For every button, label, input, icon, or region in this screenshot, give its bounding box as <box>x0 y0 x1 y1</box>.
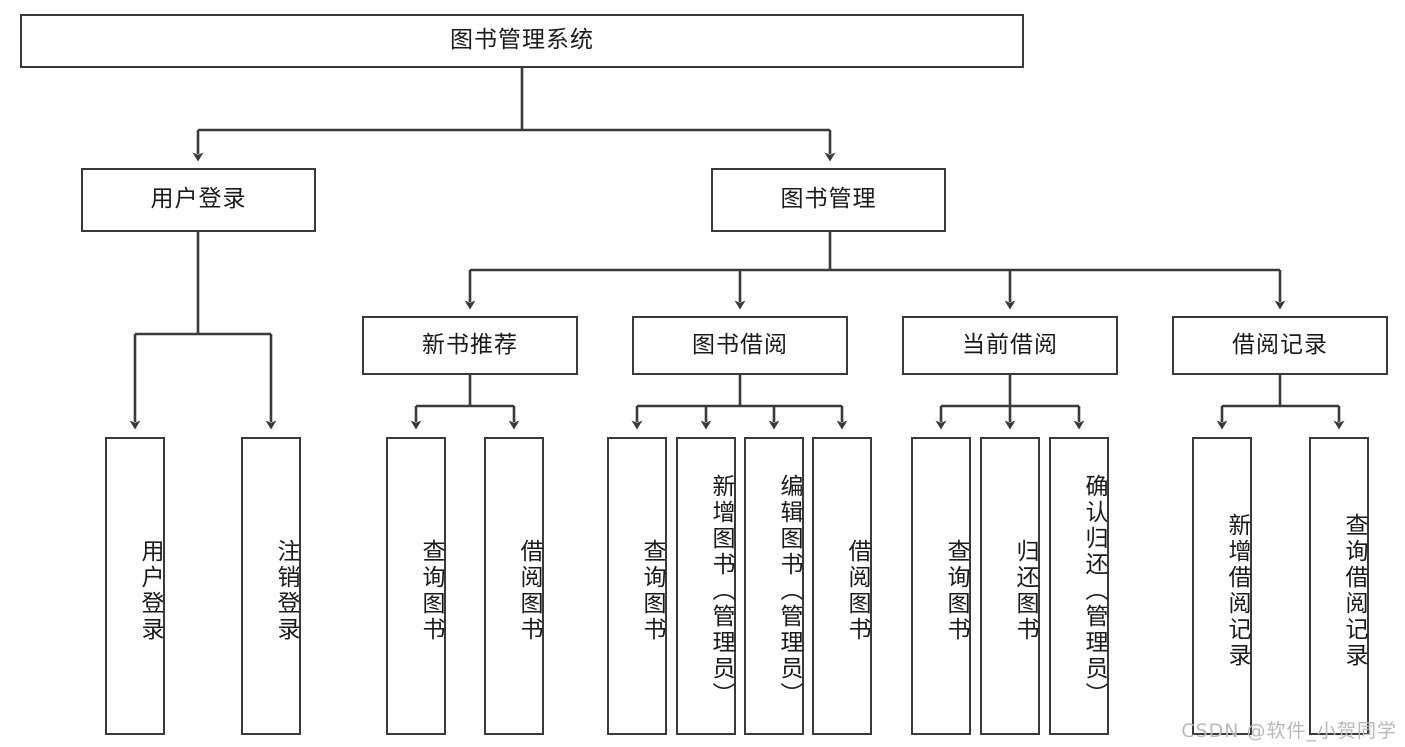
leaf-label: 用户登录 <box>137 539 163 643</box>
node-book-management-label: 图书管理 <box>780 186 877 213</box>
node-root-label: 图书管理系统 <box>450 27 594 54</box>
leaf-label: 确认归还（管理员） <box>1081 474 1107 708</box>
node-new-book-recommend-label: 新书推荐 <box>422 331 518 358</box>
leaf-user-login-login[interactable]: 用户登录 <box>105 437 165 735</box>
node-root[interactable]: 图书管理系统 <box>20 14 1024 68</box>
node-borrow-record[interactable]: 借阅记录 <box>1172 316 1388 375</box>
leaf-label: 新增借阅记录 <box>1224 513 1250 669</box>
node-book-borrow[interactable]: 图书借阅 <box>632 316 848 375</box>
leaf-current-borrow-confirm[interactable]: 确认归还（管理员） <box>1049 437 1109 735</box>
node-user-login-label: 用户登录 <box>150 186 247 213</box>
leaf-label: 查询借阅记录 <box>1341 513 1367 669</box>
leaf-label: 查询图书 <box>639 539 665 643</box>
node-book-management[interactable]: 图书管理 <box>711 168 946 232</box>
node-new-book-recommend[interactable]: 新书推荐 <box>362 316 578 375</box>
leaf-label: 借阅图书 <box>516 539 542 643</box>
node-book-borrow-label: 图书借阅 <box>692 331 788 358</box>
leaf-new-book-query[interactable]: 查询图书 <box>386 437 446 735</box>
leaf-borrow-record-add[interactable]: 新增借阅记录 <box>1192 437 1252 735</box>
leaf-label: 借阅图书 <box>844 539 870 643</box>
leaf-book-borrow-query[interactable]: 查询图书 <box>607 437 667 735</box>
node-current-borrow[interactable]: 当前借阅 <box>902 316 1118 375</box>
leaf-user-login-logout[interactable]: 注销登录 <box>241 437 301 735</box>
leaf-current-borrow-return[interactable]: 归还图书 <box>980 437 1040 735</box>
leaf-label: 归还图书 <box>1012 539 1038 643</box>
node-user-login[interactable]: 用户登录 <box>81 168 316 232</box>
leaf-borrow-record-query[interactable]: 查询借阅记录 <box>1309 437 1369 735</box>
leaf-label: 注销登录 <box>273 539 299 643</box>
leaf-current-borrow-query[interactable]: 查询图书 <box>911 437 971 735</box>
leaf-label: 编辑图书（管理员） <box>776 474 802 708</box>
leaf-book-borrow-edit[interactable]: 编辑图书（管理员） <box>744 437 804 735</box>
leaf-label: 查询图书 <box>418 539 444 643</box>
node-borrow-record-label: 借阅记录 <box>1232 331 1328 358</box>
leaf-book-borrow-add[interactable]: 新增图书（管理员） <box>676 437 736 735</box>
leaf-label: 查询图书 <box>943 539 969 643</box>
leaf-new-book-borrow[interactable]: 借阅图书 <box>484 437 544 735</box>
leaf-label: 新增图书（管理员） <box>708 474 734 708</box>
node-current-borrow-label: 当前借阅 <box>962 331 1058 358</box>
watermark: CSDN @软件_小贺同学 <box>1181 720 1397 742</box>
leaf-book-borrow-borrow[interactable]: 借阅图书 <box>812 437 872 735</box>
